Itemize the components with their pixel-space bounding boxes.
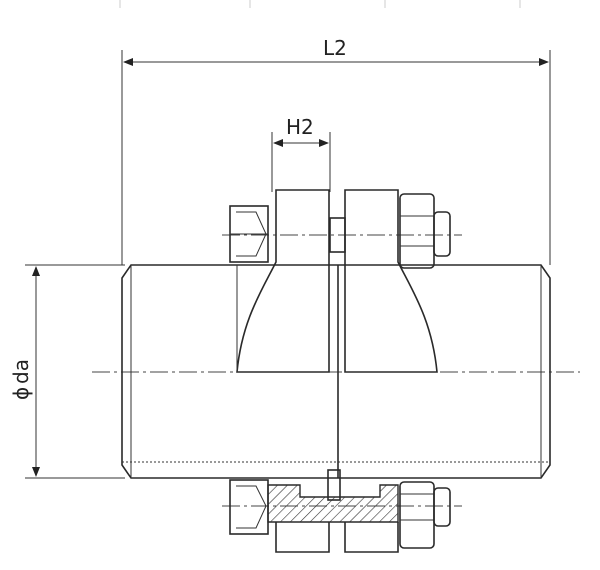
diameter-symbol: ϕ bbox=[9, 387, 33, 400]
top-frame-ticks bbox=[119, 0, 521, 8]
pipe-body bbox=[121, 264, 551, 479]
lower-socket-screw bbox=[229, 479, 269, 535]
left-flange bbox=[236, 189, 330, 373]
dimension-h2: H2 bbox=[271, 115, 331, 192]
dimension-da: ϕ da bbox=[9, 264, 125, 479]
dimension-l2: L2 bbox=[121, 36, 551, 265]
dimension-label-da: da bbox=[9, 359, 33, 384]
lower-hex-nut bbox=[399, 481, 451, 549]
center-lines bbox=[92, 234, 580, 507]
lower-clamp-section bbox=[267, 469, 399, 553]
upper-hex-nut bbox=[329, 193, 451, 269]
upper-socket-screw bbox=[229, 205, 269, 263]
right-flange bbox=[344, 189, 438, 373]
dimension-label-h2: H2 bbox=[286, 115, 314, 139]
dimension-label-l2: L2 bbox=[323, 36, 347, 60]
